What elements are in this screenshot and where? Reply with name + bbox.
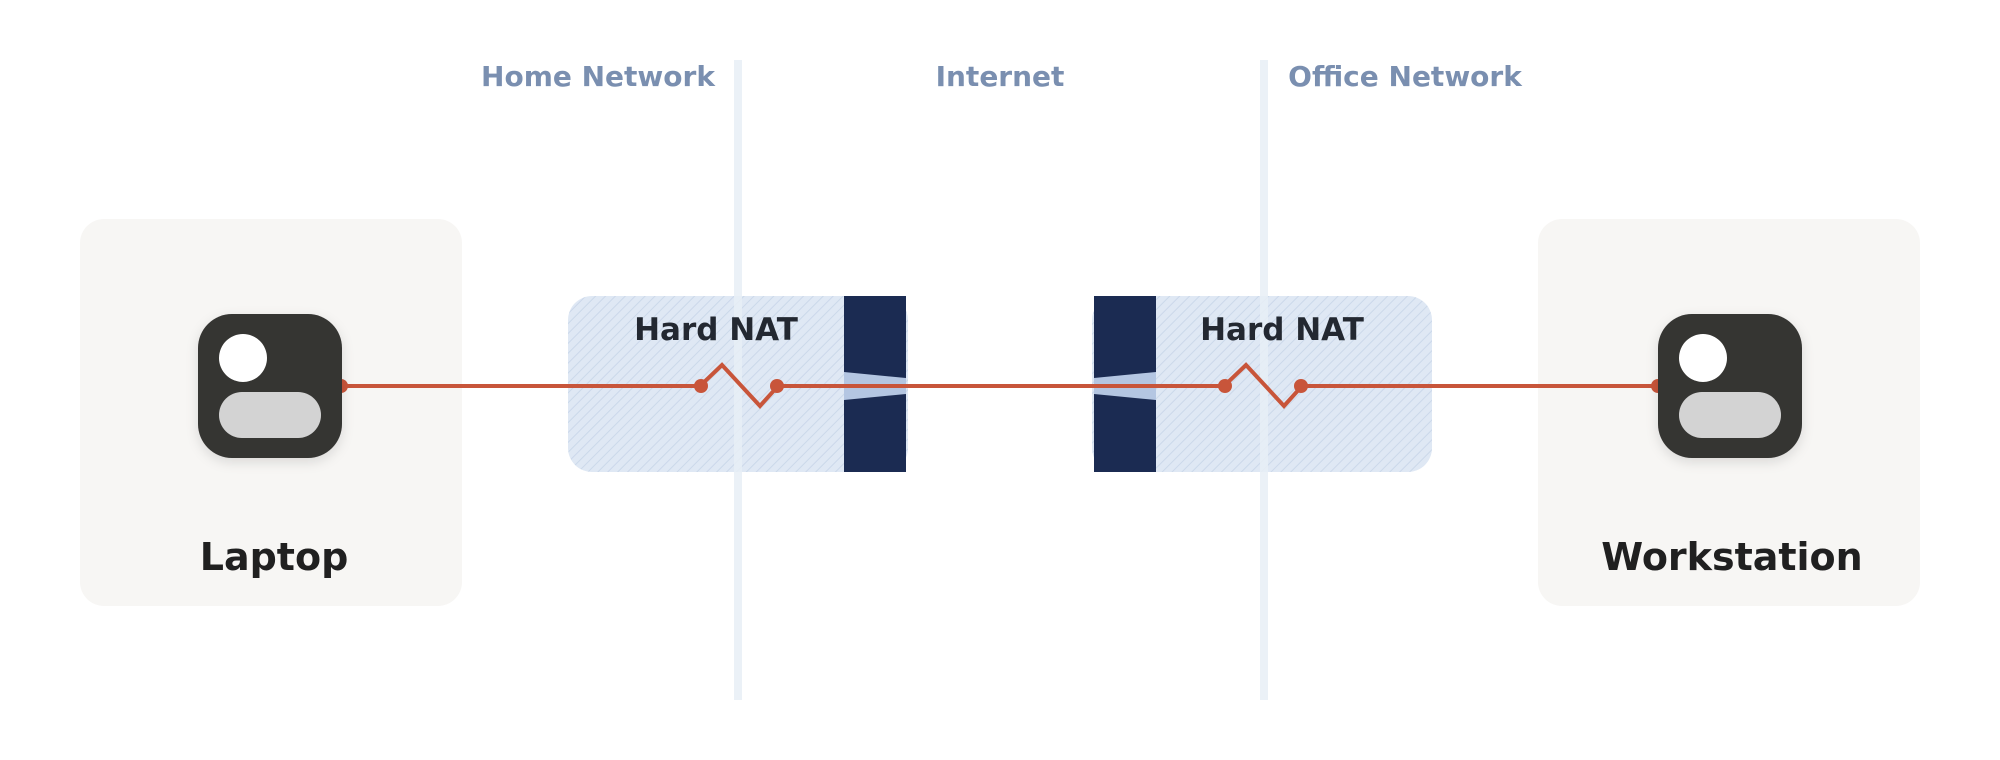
connection-node xyxy=(1218,379,1232,393)
connection-node xyxy=(694,379,708,393)
connection-node xyxy=(770,379,784,393)
connection-node xyxy=(1294,379,1308,393)
zone-label-office: Office Network xyxy=(1288,60,1523,93)
zone-label-internet: Internet xyxy=(936,60,1065,93)
nat-label-right: Hard NAT xyxy=(1200,312,1364,348)
laptop-icon-head xyxy=(219,334,267,382)
zone-label-home: Home Network xyxy=(481,60,716,93)
nat-label-left: Hard NAT xyxy=(634,312,798,348)
zone-divider-internet-office xyxy=(1260,60,1268,700)
workstation-icon-body xyxy=(1679,392,1781,438)
laptop-icon-body xyxy=(219,392,321,438)
device-label-laptop: Laptop xyxy=(200,535,349,579)
device-label-workstation: Workstation xyxy=(1601,535,1862,579)
workstation-icon-head xyxy=(1679,334,1727,382)
connection-line xyxy=(340,362,1658,409)
